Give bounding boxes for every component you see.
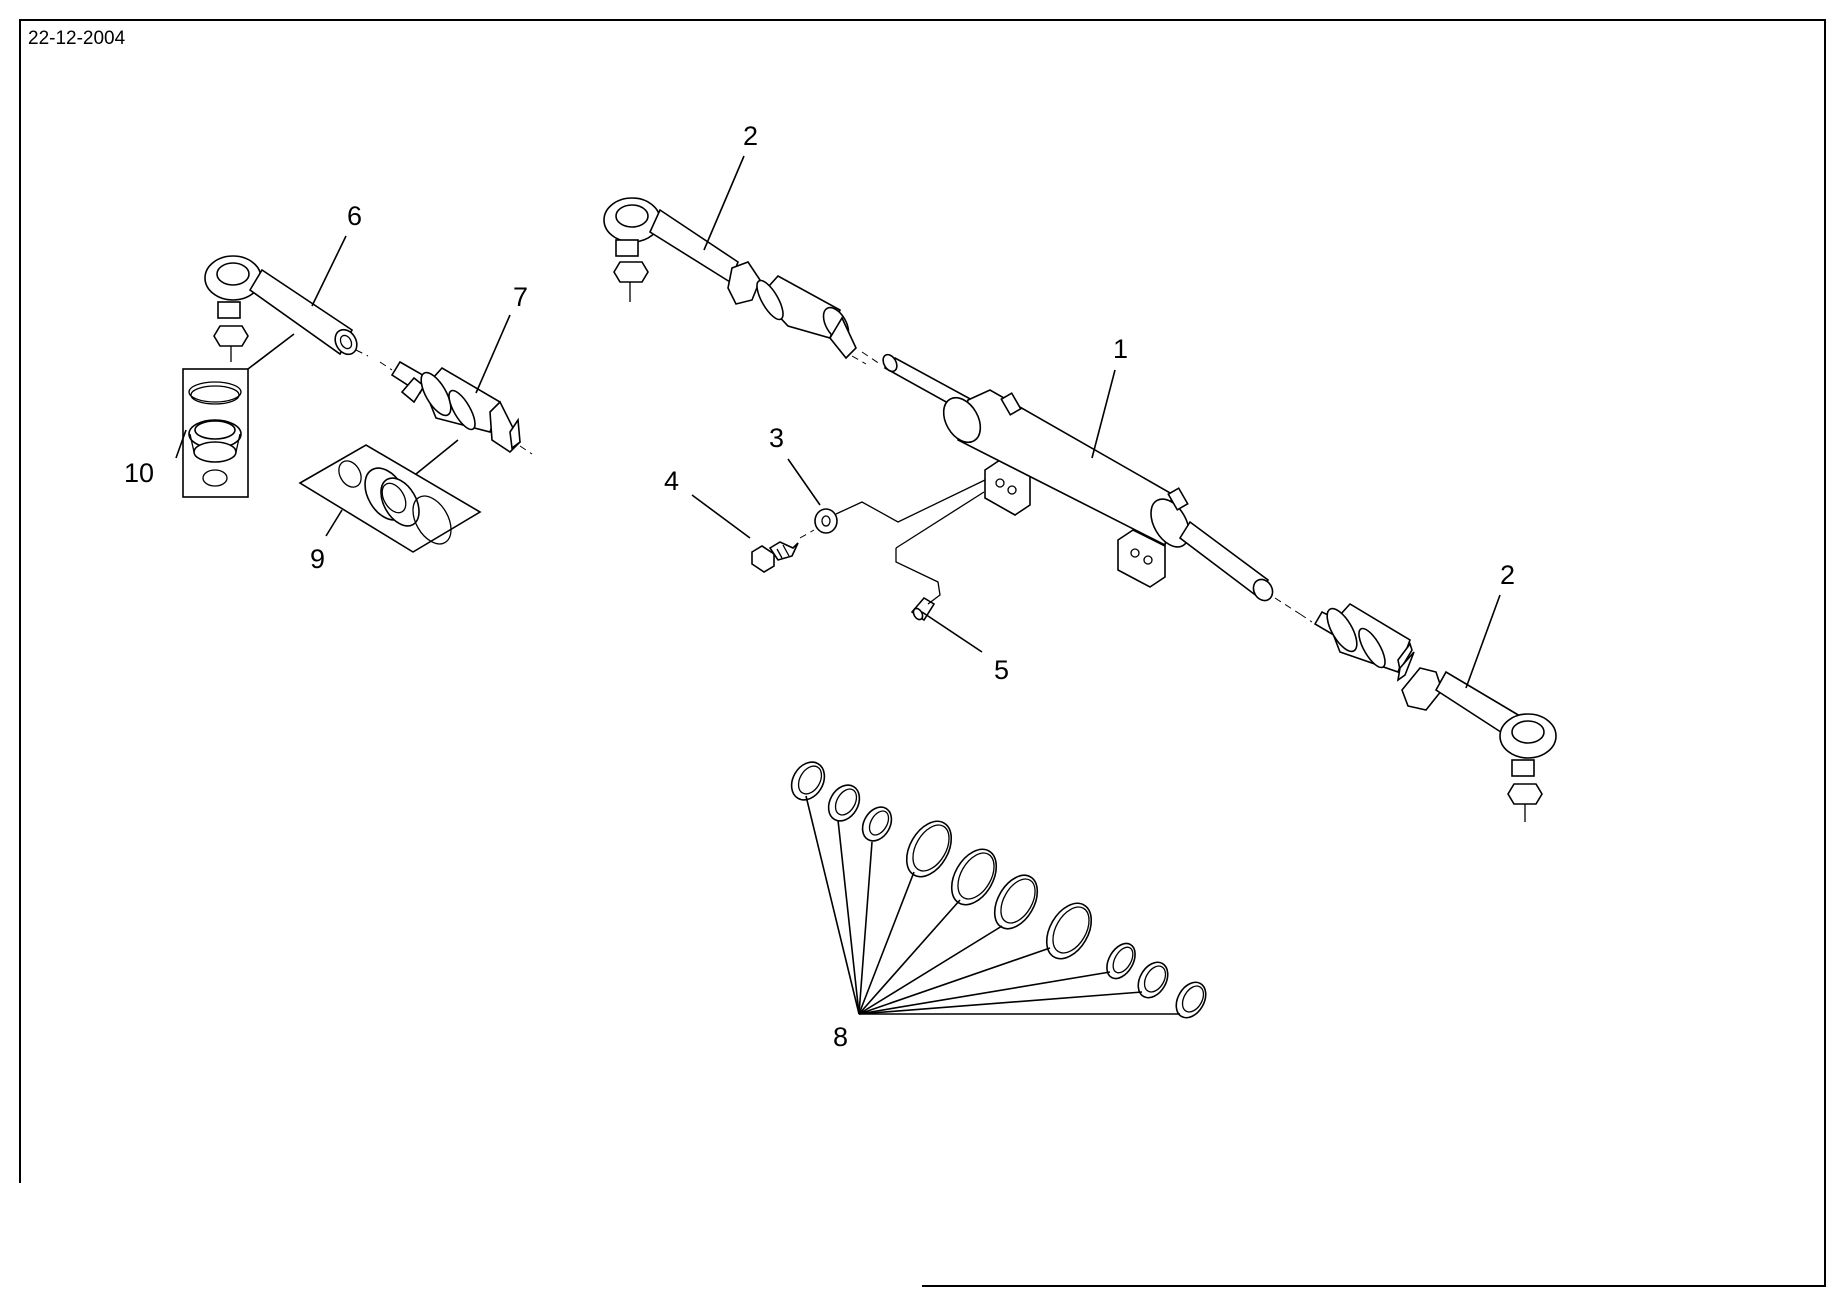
drawing-frame: [19, 19, 1826, 1287]
kit-10-box: [182, 333, 295, 498]
washer-3: [814, 508, 838, 534]
callout-2-lower: 2: [1500, 560, 1515, 590]
callout-5: 5: [994, 655, 1009, 685]
callout-labels: 1 2 2 3 4 5 6 7 8 9 10: [124, 121, 1515, 1052]
callout-8: 8: [833, 1022, 848, 1052]
bolt-4: [751, 529, 815, 573]
drawing-date: 22-12-2004: [28, 28, 126, 49]
tie-rod-end-left: [204, 255, 369, 362]
steering-cylinder: [861, 351, 1301, 615]
callout-1: 1: [1113, 334, 1128, 364]
callout-9: 9: [310, 544, 325, 574]
callout-3: 3: [769, 423, 784, 453]
assembly-leaders: [835, 479, 986, 605]
callout-7: 7: [513, 282, 528, 312]
kit-9-box: [298, 439, 482, 553]
callout-leaders: [175, 155, 1501, 689]
callout-10: 10: [124, 458, 154, 488]
seal-kit-8: [790, 761, 1207, 1019]
callout-6: 6: [347, 201, 362, 231]
callout-2-upper: 2: [743, 121, 758, 151]
tie-rod-end-upper: [603, 197, 867, 365]
tie-rod-end-lower: [1299, 602, 1557, 822]
axial-joint: [379, 360, 533, 455]
callout-4: 4: [664, 466, 679, 496]
